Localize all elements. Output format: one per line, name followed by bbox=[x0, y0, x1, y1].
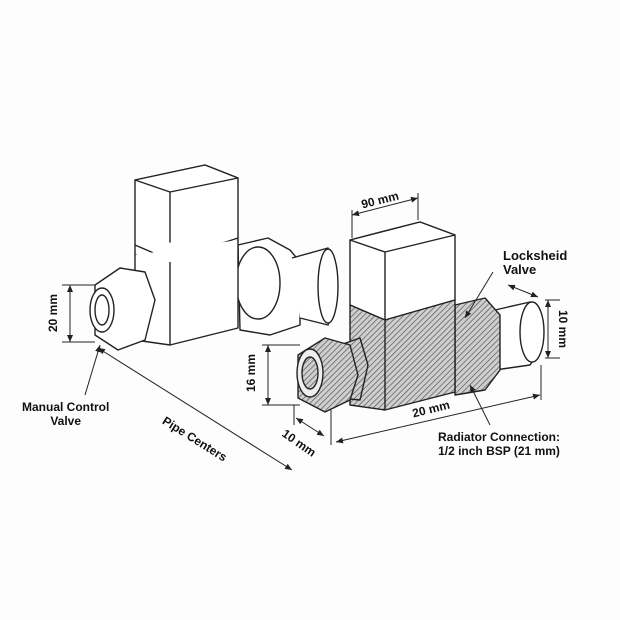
dimension-lines bbox=[62, 193, 560, 471]
radiator-label-line1: Radiator Connection: bbox=[438, 430, 560, 444]
lockshield-label-line2: Valve bbox=[503, 262, 537, 277]
radiator-connection-label: Radiator Connection: 1/2 inch BSP (21 mm… bbox=[438, 430, 560, 458]
body-height-label: 16 mm bbox=[244, 353, 259, 393]
left-height-label: 20 mm bbox=[46, 293, 61, 333]
manual-control-valve-label: Manual Control Valve bbox=[22, 400, 109, 428]
manual-label-line1: Manual Control bbox=[22, 400, 110, 414]
radiator-label-line2: 1/2 inch BSP (21 mm) bbox=[438, 444, 560, 458]
manual-control-valve bbox=[89, 164, 339, 351]
right-height-label: 10 mm bbox=[556, 309, 571, 349]
lockshield-label-line1: Locksheid bbox=[503, 248, 568, 263]
manual-label-line2: Valve bbox=[50, 414, 82, 428]
lockshield-valve-label: Locksheid Valve bbox=[503, 249, 567, 277]
